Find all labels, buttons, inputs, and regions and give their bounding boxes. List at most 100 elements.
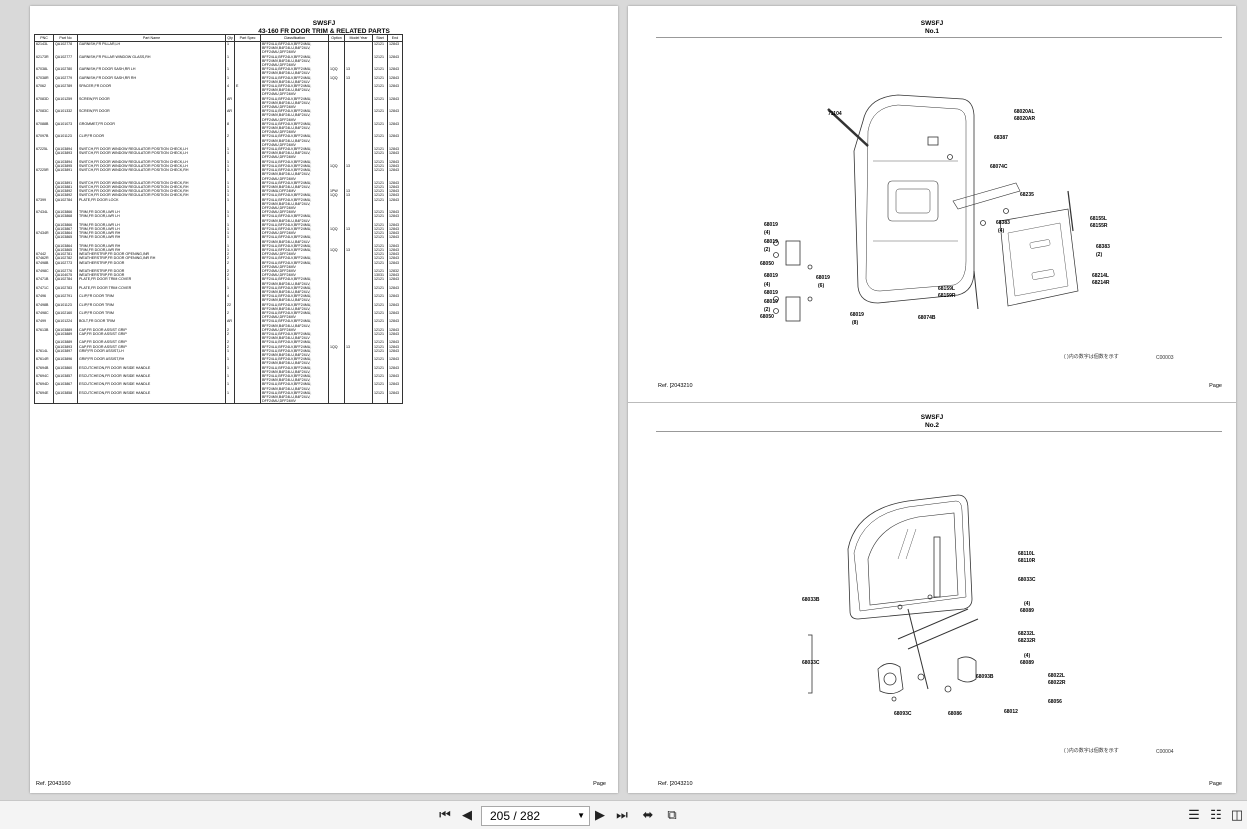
table-cell: 12843 [387, 357, 403, 362]
callout-label: (4) [764, 230, 771, 236]
table-cell: 12843 [387, 214, 403, 219]
fit-page-button[interactable]: ⬌ [640, 807, 656, 823]
table-cell [387, 306, 403, 311]
table-cell [344, 399, 373, 405]
table-row: BFF24MV,B4F24LU,B4F24LV, [34, 58, 403, 64]
table-cell [387, 386, 403, 391]
table-row: DFF24MU,DFF24MV [34, 50, 403, 55]
table-cell: 12843 [387, 197, 403, 202]
callout-label: 68033C [802, 660, 820, 666]
page-header-code: SWSFJ [312, 20, 336, 27]
table-cell: 12843 [387, 332, 403, 337]
table-cell: 12843 [387, 121, 403, 127]
table-row: BFF24MV,B4F24LU,B4F24LV, [34, 298, 403, 303]
table-cell: 12843 [387, 344, 403, 349]
callout-label: (4) [764, 282, 771, 288]
footer-page: Page [593, 781, 606, 787]
callout-label: (8) [852, 320, 859, 326]
table-cell [387, 105, 403, 110]
document-viewport[interactable]: SWSFJ 43-160 FR DOOR TRIM & RELATED PART… [0, 0, 1247, 800]
callout-label: (4) [1024, 653, 1031, 659]
last-page-button[interactable]: ⏭ [614, 807, 630, 823]
column-header: PNC [34, 34, 54, 42]
table-row: BFF24MV,B4F24LU,B4F24LV, [34, 126, 403, 131]
table-cell: 12843 [387, 247, 403, 253]
table-cell: 12843 [387, 302, 403, 307]
callout-label: 68093C [894, 711, 912, 717]
table-row: DFF24MU,DFF24MV [34, 315, 403, 320]
single-page-view-button[interactable]: ☰ [1186, 807, 1202, 823]
table-cell [387, 113, 403, 118]
next-page-icon: ▶ [595, 807, 605, 822]
table-row: BFF24MV,B4F24LU,B4F24LV, [34, 386, 403, 391]
callout-label: 68019 [764, 222, 778, 228]
two-page-view-button[interactable]: ◫ [1229, 807, 1245, 823]
table-row: BFF24MV,B4F24LU,B4F24LV [34, 79, 403, 85]
table-cell [387, 126, 403, 131]
table-cell: 12843 [387, 41, 403, 47]
table-cell: 12843 [387, 189, 403, 194]
table-cell: 12843 [387, 67, 403, 72]
callout-label: 68387 [994, 135, 1008, 141]
table-row: BFF24MV,B4F24LU,B4F24LV, [34, 201, 403, 206]
table-row: BFF24MV,B4F24LU,B4F24LV, [34, 395, 403, 400]
table-cell [387, 205, 403, 211]
table-cell [387, 88, 403, 93]
table-row: BFF24MV,B4F24LU,B4F24LV, [34, 378, 403, 383]
table-cell [387, 79, 403, 85]
table-row: BFF24MV,B4F24LU,B4F24LV [34, 336, 403, 341]
table-cell [387, 353, 403, 358]
callout-label: (6) [818, 283, 825, 289]
table-cell: 12843 [387, 180, 403, 185]
callout-label: 68214R [1092, 280, 1110, 286]
callout-label: 68159R [938, 293, 956, 299]
footer-ref: Ref. [2043210 [658, 383, 693, 389]
callout-label: 68383 [996, 220, 1010, 226]
callout-label: 68012 [1004, 709, 1018, 715]
table-row: BFF24MV,B4F24LU,B4F24LV, [34, 172, 403, 177]
first-page-button[interactable]: ⏮ [437, 807, 453, 823]
sheet-header-code: SWSFJ [920, 20, 944, 27]
table-cell [387, 142, 403, 148]
table-cell: 12843 [387, 134, 403, 139]
table-cell: DFF24MU,DFF24MV [260, 399, 329, 405]
table-row: DFF24MU,DFF24MV [34, 155, 403, 160]
prev-page-button[interactable]: ◀ [459, 807, 475, 823]
table-cell: 12843 [387, 54, 403, 59]
table-row: DFF24MU,DFF24MV [34, 117, 403, 122]
callout-label: 68232L [1018, 631, 1035, 637]
table-row: BFF24MV,B4F24LU,B4F24LV, [34, 138, 403, 143]
next-page-button[interactable]: ▶ [592, 807, 608, 823]
page-selector[interactable]: 205 / 282 ▼ [481, 806, 590, 826]
rotate-button[interactable]: ⧉ [664, 807, 680, 823]
diagram-sheet-2: SWSFJ No.2 [628, 404, 1236, 793]
table-row: BFF24MV,B4F24LU,B4F24LV, [34, 281, 403, 286]
table-cell: 12843 [387, 168, 403, 173]
table-cell: 12843 [387, 365, 403, 370]
callout-label: 68086 [948, 711, 962, 717]
table-row: DFF24MU,DFF24MV [34, 63, 403, 68]
table-cell [387, 50, 403, 55]
table-cell: 12843 [387, 390, 403, 396]
continuous-view-button[interactable]: ☷ [1208, 807, 1224, 823]
quantity-note: ( )内の数字は個数を示す [1064, 748, 1119, 754]
table-cell: 12843 [387, 243, 403, 248]
table-cell [387, 172, 403, 177]
first-page-icon: ⏮ [439, 807, 451, 822]
column-header: Qty [225, 34, 235, 42]
table-row: BFF24MV,B4F24LU,B4F24LV, [34, 100, 403, 106]
callout-label: 71104 [828, 111, 842, 117]
